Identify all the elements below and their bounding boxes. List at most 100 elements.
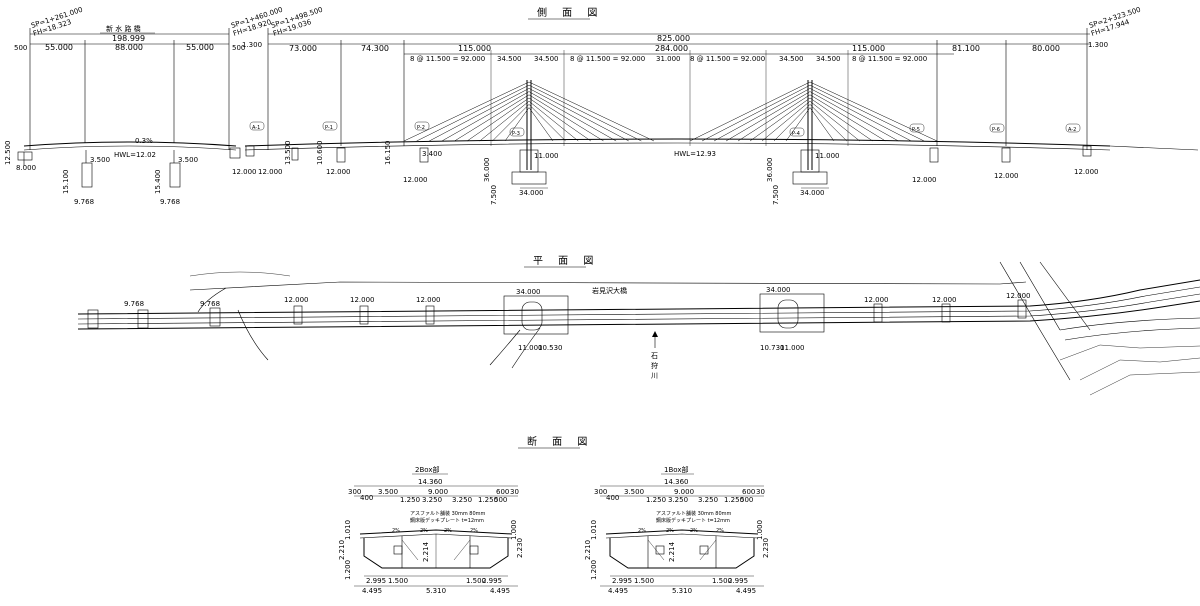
stay-cable <box>528 104 566 142</box>
pier-p6 <box>1001 147 1011 163</box>
svg-text:1.500: 1.500 <box>466 577 486 585</box>
cable-group-4: 8 @ 11.500 = 92.000 <box>852 55 927 63</box>
stay-cable <box>713 88 811 142</box>
stay-cable <box>528 94 604 142</box>
pier-tags: A-1 P-1 P-2 P-3 P-4 P-5 P-6 A-2 <box>249 121 1081 137</box>
svg-text:4.495: 4.495 <box>736 587 756 595</box>
svg-text:鋼床版デッキプレート t=12mm: 鋼床版デッキプレート t=12mm <box>656 517 730 524</box>
svg-text:34.000: 34.000 <box>800 189 825 197</box>
svg-text:2%: 2% <box>638 528 646 534</box>
left-bridge-name: 新 水 路 橋 <box>106 24 141 33</box>
stay-cable <box>528 88 629 142</box>
svg-text:500: 500 <box>740 496 753 504</box>
svg-text:400: 400 <box>606 494 619 502</box>
stay-cable <box>528 107 554 142</box>
svg-text:3.250: 3.250 <box>422 496 442 504</box>
tower-offset-4: 34.500 <box>816 55 841 63</box>
mid-edge-dim: 500 <box>232 44 245 52</box>
pier-p1 <box>336 147 346 163</box>
svg-text:500: 500 <box>494 496 507 504</box>
stay-cable <box>809 94 886 142</box>
section-2-title: 1Box部 <box>664 465 688 474</box>
plan-pier <box>873 303 883 323</box>
stay-cable <box>441 91 530 142</box>
river-name-1: 石 <box>651 352 658 360</box>
stay-cable <box>809 91 899 142</box>
cable-group-1: 8 @ 11.500 = 92.000 <box>410 55 485 63</box>
svg-text:10.530: 10.530 <box>538 344 563 352</box>
plan-tower-footing-p4 <box>759 293 825 333</box>
svg-text:11.000: 11.000 <box>815 152 840 160</box>
svg-text:3.500: 3.500 <box>90 156 110 164</box>
svg-text:3.250: 3.250 <box>668 496 688 504</box>
svg-text:4.495: 4.495 <box>490 587 510 595</box>
stay-cable <box>492 104 530 142</box>
stay-cable <box>761 101 811 142</box>
section-1-deck <box>359 529 513 535</box>
stay-cable <box>416 84 530 142</box>
stay-cable <box>809 88 912 142</box>
svg-text:2.995: 2.995 <box>728 577 748 585</box>
center-gap: 31.000 <box>656 55 681 63</box>
tower-offset-1: 34.500 <box>497 55 522 63</box>
stay-cable <box>749 97 811 142</box>
svg-text:15.400: 15.400 <box>154 170 162 195</box>
svg-text:3.500: 3.500 <box>624 488 644 496</box>
svg-text:2.995: 2.995 <box>366 577 386 585</box>
main-span-7: 80.000 <box>1032 44 1060 53</box>
abutment-a2 <box>1082 145 1092 157</box>
svg-text:P-6: P-6 <box>992 127 1000 133</box>
svg-text:13.500: 13.500 <box>284 141 292 166</box>
stay-cable <box>466 97 530 142</box>
main-right-edge-dim: 1.300 <box>1088 41 1108 49</box>
svg-text:12.000: 12.000 <box>864 296 889 304</box>
svg-text:4.495: 4.495 <box>362 587 382 595</box>
svg-text:2%: 2% <box>716 528 724 534</box>
plan-road-name: 岩見沢大橋 <box>592 286 627 295</box>
stay-cable <box>809 101 860 142</box>
svg-text:34.000: 34.000 <box>519 189 544 197</box>
plan-road-bottom <box>77 300 1200 330</box>
svg-text:鋼床版デッキプレート t=12mm: 鋼床版デッキプレート t=12mm <box>410 517 484 524</box>
plan-road-top <box>77 279 1200 315</box>
section-view-title: 断 面 図 <box>527 435 593 448</box>
left-span-3: 55.000 <box>186 43 214 52</box>
pier-p5 <box>929 147 939 163</box>
svg-text:A-2: A-2 <box>1068 127 1076 133</box>
svg-text:5.310: 5.310 <box>426 587 446 595</box>
svg-text:12.000: 12.000 <box>912 176 937 184</box>
svg-text:1.250: 1.250 <box>400 496 420 504</box>
svg-text:3.400: 3.400 <box>422 150 442 158</box>
svg-text:1.200: 1.200 <box>344 560 352 580</box>
svg-text:2%: 2% <box>470 528 478 534</box>
section-1box: 1Box部 14.360 300 400 3.500 9.000 600 30 … <box>584 465 770 595</box>
tower-p3 <box>511 80 547 185</box>
stay-cable <box>528 81 655 142</box>
svg-text:7.500: 7.500 <box>772 185 780 205</box>
svg-text:9.768: 9.768 <box>74 198 94 206</box>
main-span-3: 115.000 <box>458 44 491 53</box>
svg-text:12.000: 12.000 <box>284 296 309 304</box>
svg-text:12.000: 12.000 <box>350 296 375 304</box>
stay-cable <box>809 104 848 142</box>
svg-text:400: 400 <box>360 494 373 502</box>
stay-cable <box>809 107 835 142</box>
svg-text:3.500: 3.500 <box>378 488 398 496</box>
svg-text:アスファルト舗装 30mm 80mm: アスファルト舗装 30mm 80mm <box>656 510 732 517</box>
stay-cable <box>429 88 530 142</box>
main-total-length: 825.000 <box>657 34 690 43</box>
left-pier-2 <box>169 162 181 188</box>
tower-p4 <box>792 80 828 185</box>
plan-view-title: 平 面 図 <box>533 255 599 267</box>
svg-text:2.995: 2.995 <box>482 577 502 585</box>
svg-text:2.214: 2.214 <box>422 541 430 562</box>
svg-text:アスファルト舗装 30mm 80mm: アスファルト舗装 30mm 80mm <box>410 510 486 517</box>
stay-cable <box>454 94 530 142</box>
svg-text:10.600: 10.600 <box>316 141 324 166</box>
section-1-title: 2Box部 <box>415 465 439 474</box>
svg-text:2%: 2% <box>392 528 400 534</box>
stay-cable <box>701 84 811 142</box>
svg-text:11.000: 11.000 <box>780 344 805 352</box>
left-total-length: 198.999 <box>112 34 145 43</box>
pier-p2 <box>419 147 429 163</box>
